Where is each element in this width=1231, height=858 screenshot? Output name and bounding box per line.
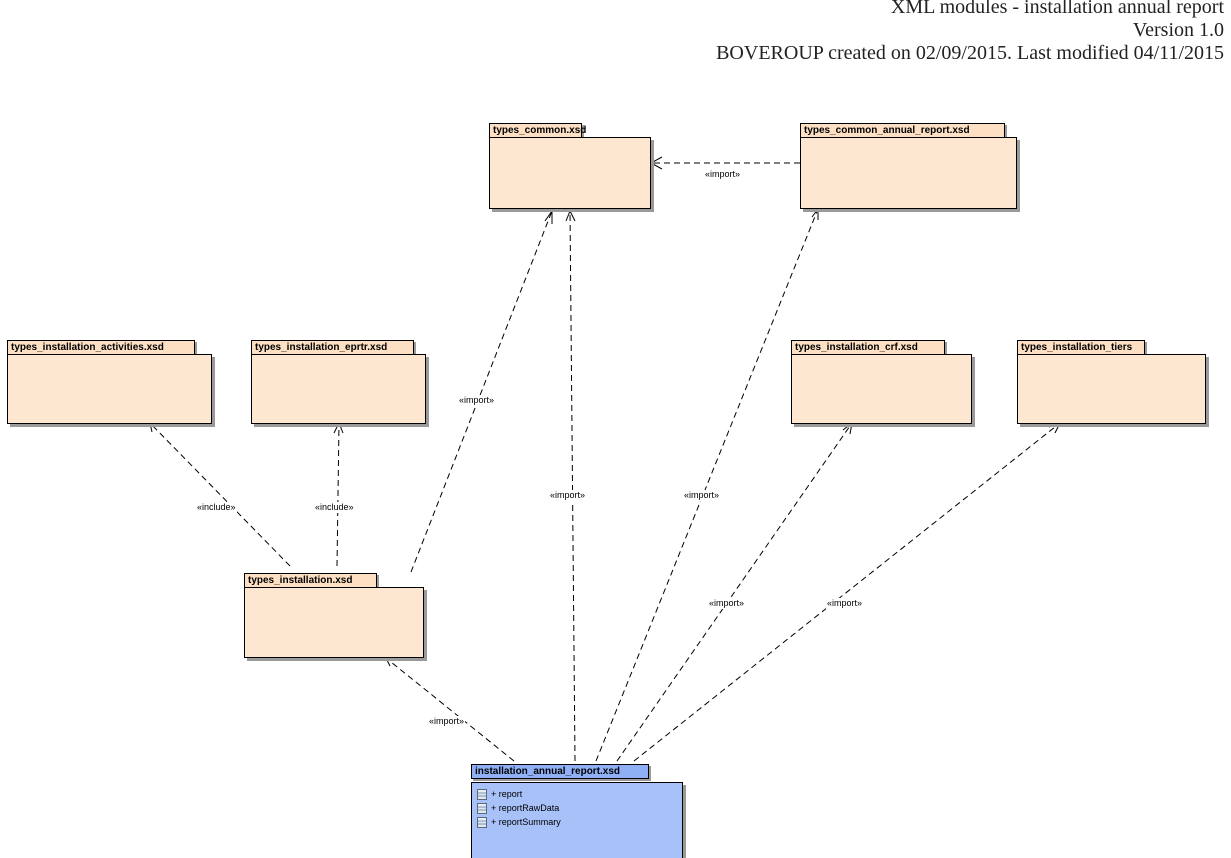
package-body: [251, 354, 426, 424]
dep-line-annual-to-installation: [385, 657, 515, 762]
package-body: + report + reportRawData + reportSummary: [471, 782, 683, 858]
member-label: + reportSummary: [491, 817, 561, 827]
dep-line-annual-to-common-annual: [595, 208, 819, 762]
dep-label-annual-to-common-annual: «import»: [683, 490, 721, 501]
diagram-version: Version 1.0: [1132, 19, 1224, 41]
dep-arrowhead-common-from-annual: [565, 209, 576, 222]
dep-line-annual-to-tiers: [633, 422, 1061, 762]
package-name: installation_annual_report.xsd: [475, 766, 621, 777]
package-name: types_common.xsd: [493, 125, 587, 136]
package-tab: types_installation_tiers: [1017, 340, 1145, 355]
package-name: types_installation_activities.xsd: [11, 342, 164, 353]
dep-line-installation-to-eprtr: [336, 422, 340, 567]
dep-label-installation-to-activities: «include»: [196, 502, 237, 513]
package-tab: types_common_annual_report.xsd: [800, 123, 1005, 138]
dep-arrowhead-crf: [842, 421, 853, 435]
dep-label-common-annual-to-common: «import»: [704, 169, 742, 180]
package-body: [489, 137, 651, 209]
dep-label-installation-to-common: «import»: [458, 395, 496, 406]
diagram-author-dates: BOVEROUP created on 02/09/2015. Last mod…: [716, 42, 1224, 64]
dep-label-annual-to-common: «import»: [549, 490, 587, 501]
diagram-title: XML modules - installation annual report: [890, 0, 1224, 18]
package-name: types_installation_tiers: [1021, 342, 1133, 353]
member-item[interactable]: + reportSummary: [477, 815, 561, 829]
package-name: types_installation_eprtr.xsd: [255, 342, 388, 353]
package-body: [791, 354, 972, 424]
element-icon: [477, 802, 487, 814]
dep-label-installation-to-eprtr: «include»: [314, 502, 355, 513]
dep-label-annual-to-crf: «import»: [708, 598, 746, 609]
dep-line-installation-to-common: [410, 210, 553, 573]
diagram-header: XML modules - installation annual report…: [716, 0, 1224, 65]
dep-label-annual-to-installation: «import»: [428, 716, 466, 727]
package-tab: types_installation_activities.xsd: [7, 340, 195, 355]
element-icon: [477, 788, 487, 800]
package-body: [7, 354, 212, 424]
dep-line-annual-to-common: [569, 210, 576, 762]
package-name: types_common_annual_report.xsd: [804, 125, 970, 136]
package-tab: types_installation_eprtr.xsd: [251, 340, 414, 355]
dep-arrowhead-installation: [385, 657, 397, 667]
element-icon: [477, 816, 487, 828]
package-tab: types_installation_crf.xsd: [791, 340, 945, 355]
member-list: + report + reportRawData + reportSummary: [477, 787, 561, 829]
package-body: [800, 137, 1017, 209]
member-item[interactable]: + reportRawData: [477, 801, 561, 815]
package-body: [244, 587, 424, 658]
member-label: + reportRawData: [491, 803, 560, 813]
package-tab: types_common.xsd: [489, 123, 586, 138]
package-name: types_installation_crf.xsd: [795, 342, 918, 353]
member-item[interactable]: + report: [477, 787, 561, 801]
package-body: [1017, 354, 1206, 424]
dep-arrowhead-common-annual: [811, 207, 819, 220]
dep-label-annual-to-tiers: «import»: [826, 598, 864, 609]
package-tab: installation_annual_report.xsd: [471, 764, 649, 779]
dep-line-installation-to-activities: [149, 422, 291, 567]
package-name: types_installation.xsd: [248, 575, 353, 586]
dep-arrowhead-common-from-installation: [544, 209, 553, 224]
member-label: + report: [491, 789, 523, 799]
dep-arrowhead-common: [649, 156, 663, 170]
package-tab: types_installation.xsd: [244, 573, 377, 588]
dep-line-annual-to-crf: [616, 422, 853, 762]
